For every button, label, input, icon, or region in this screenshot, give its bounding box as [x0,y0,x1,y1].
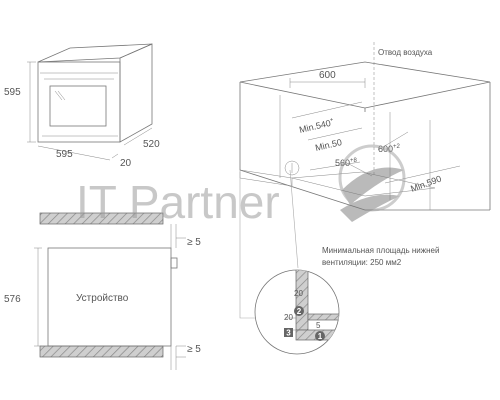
detail-dim-20-a: 20 [294,289,303,298]
marker-3: 3 [284,328,293,338]
oven-depth-label: 520 [143,139,160,150]
oven-width-label: 595 [56,149,73,160]
min-50-label: Min.50 [314,137,343,153]
oven-body [37,43,153,143]
detail-dim-20-b: 20 [284,313,293,322]
oven-isometric-view: 595 595 520 20 [4,43,160,169]
detail-dim-5: 5 [316,321,321,330]
device-handle [170,257,178,269]
watermark-logo-icon [338,144,406,222]
marker-2: 2 [294,306,304,316]
cabinet-width-600-label: 600 [319,70,336,81]
cabinet-frame [239,61,491,211]
device-label: Устройство [76,293,129,304]
vent-note-line-2: вентиляции: 250 мм2 [322,258,402,267]
device-body [47,247,172,347]
oven-height-label: 595 [4,87,21,98]
marker-1: 1 [315,331,325,341]
section-height-label: 576 [4,294,21,305]
detail-leader [239,172,255,319]
cabinet-isometric-view: Отвод воздуха 600 Min.540+ Min.50 600+2 … [239,42,491,267]
oven-door-label: 20 [120,158,132,169]
detail-view: 20 20 5 1 2 3 [254,269,340,355]
bottom-shelf [39,345,164,358]
oven-dimension-lines [27,61,153,161]
min-540-label: Min.540+ [298,117,335,135]
svg-text:1: 1 [318,332,323,341]
watermark-text: IT Partner [76,176,280,228]
vent-note-line-1: Минимальная площадь нижней [322,246,439,255]
top-shelf [39,212,164,225]
svg-text:3: 3 [286,329,291,338]
watermark: IT Partner [76,144,406,228]
air-outlet-label: Отвод воздуха [378,48,433,57]
svg-text:2: 2 [297,307,302,316]
section-view: 576 Устройство ≥ 5 ≥ 5 [4,212,201,370]
gap-bottom-label: ≥ 5 [187,344,201,355]
detail-leader-2 [289,169,299,269]
gap-top-label: ≥ 5 [187,237,201,248]
cabinet-dimension-lines [284,42,461,184]
